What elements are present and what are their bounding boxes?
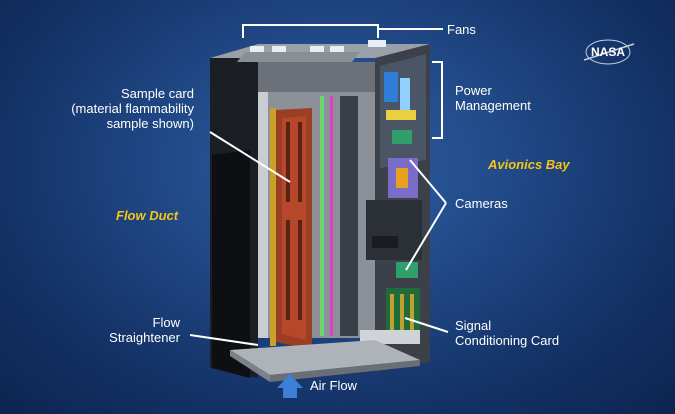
fan-vent [368,40,386,47]
nasa-logo: NASA [578,38,638,66]
cameras-label: Cameras [455,196,508,211]
rack-top-band [258,62,382,92]
avionics-bay-label: Avionics Bay [488,157,570,172]
signal-conditioning-leader [404,317,449,333]
power-management-bracket [432,61,443,139]
flow-straightener-label: Flow Straightener [109,315,180,345]
fan-vent [250,46,264,52]
fans-bracket [242,24,379,38]
flow-straightener-leader [189,334,259,346]
air-flow-label: Air Flow [310,378,357,393]
cameras-leader-top [409,159,447,204]
air-flow-arrow-icon [277,374,303,398]
fan-vent [330,46,344,52]
fans-label: Fans [447,22,476,37]
sample-card-label: Sample card (material flammability sampl… [71,86,194,131]
flow-duct-label: Flow Duct [116,208,179,223]
sample-card-leader [209,131,291,183]
nasa-logo-icon: NASA [583,39,635,65]
rack-left-panel-shadow [212,150,250,378]
fan-vent [310,46,324,52]
signal-conditioning-label: Signal Conditioning Card [455,318,560,348]
power-management-label: Power Management [455,83,531,113]
svg-text:NASA: NASA [591,45,625,59]
flow-straightener [230,340,420,375]
fan-vent [272,46,286,52]
cameras-leader-bottom [405,202,447,271]
